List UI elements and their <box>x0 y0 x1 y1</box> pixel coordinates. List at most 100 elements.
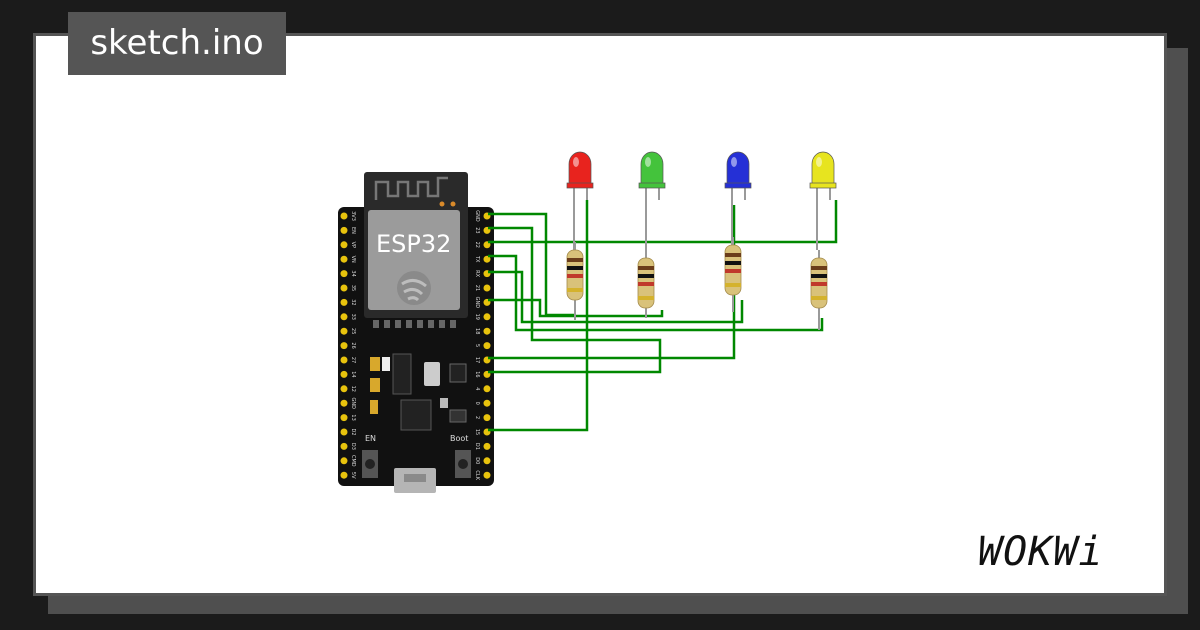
pin-4[interactable] <box>483 385 491 393</box>
pin-label: 18 <box>474 328 480 334</box>
pin-32[interactable] <box>340 298 348 306</box>
pin-19[interactable] <box>483 313 491 321</box>
pin-5[interactable] <box>483 342 491 350</box>
pin-en[interactable] <box>340 226 348 234</box>
led-blue[interactable] <box>724 151 752 250</box>
resistor-2[interactable] <box>637 250 655 318</box>
pin-label: 32 <box>350 299 356 305</box>
espressif-logo <box>397 271 431 305</box>
sketch-title[interactable]: sketch.ino <box>68 12 286 75</box>
usb-uart-chip <box>400 399 432 431</box>
led-yellow[interactable] <box>809 151 837 250</box>
pin-34[interactable] <box>340 270 348 278</box>
voltage-regulator <box>392 353 412 395</box>
wire-yellow-gnd[interactable] <box>488 254 824 332</box>
pin-label: 16 <box>474 371 480 377</box>
pin-label: D0 <box>474 457 480 464</box>
pin-label: GND <box>474 297 480 309</box>
pin-label: 35 <box>350 285 356 291</box>
resistor-group <box>566 237 828 330</box>
pin-label: 21 <box>474 285 480 291</box>
pin-label: GND <box>350 397 356 409</box>
pin-0[interactable] <box>483 399 491 407</box>
pin-label: 17 <box>474 357 480 363</box>
diagram-canvas <box>33 33 1167 596</box>
pin-d1[interactable] <box>483 442 491 450</box>
shield-can <box>368 210 460 310</box>
resistor-4[interactable] <box>810 250 828 330</box>
pin-label: 2 <box>474 416 480 419</box>
pin-label: 25 <box>350 328 356 334</box>
pin-14[interactable] <box>340 370 348 378</box>
pin-13[interactable] <box>340 414 348 422</box>
led-group <box>566 151 837 250</box>
led-green[interactable] <box>638 151 666 250</box>
boot-label: Boot <box>450 434 468 443</box>
pin-label: D2 <box>350 428 356 435</box>
pin-label: CMD <box>350 455 356 467</box>
pin-d2[interactable] <box>340 428 348 436</box>
pin-18[interactable] <box>483 327 491 335</box>
board-label: ESP32 <box>376 230 451 258</box>
pin-label: 19 <box>474 314 480 320</box>
pin-label: 4 <box>474 387 480 390</box>
pin-label: 5V <box>350 472 356 479</box>
pin-27[interactable] <box>340 356 348 364</box>
pin-label: 26 <box>350 342 356 348</box>
pin-25[interactable] <box>340 327 348 335</box>
pin-vp[interactable] <box>340 241 348 249</box>
wire-red[interactable] <box>488 200 589 432</box>
pin-12[interactable] <box>340 385 348 393</box>
resistor-3[interactable] <box>724 237 742 312</box>
pin-label: 14 <box>350 371 356 377</box>
pin-label: D1 <box>474 443 480 450</box>
esp32-board[interactable]: ESP32 EN Boot 3V3ENVPVN34353233252627141… <box>338 172 494 493</box>
wire-blue-gnd[interactable] <box>488 270 744 324</box>
pin-35[interactable] <box>340 284 348 292</box>
pin-tx[interactable] <box>483 255 491 263</box>
wires <box>488 200 838 432</box>
pin-label: EN <box>350 227 356 234</box>
pin-label: 27 <box>350 357 356 363</box>
pin-label: TX <box>474 255 480 263</box>
pin-label: 22 <box>474 242 480 248</box>
pin-d0[interactable] <box>483 457 491 465</box>
pin-2[interactable] <box>483 414 491 422</box>
wire-green[interactable] <box>488 226 662 374</box>
antenna-trace <box>374 176 448 200</box>
pin-d3[interactable] <box>340 442 348 450</box>
resistor-1[interactable] <box>566 242 584 320</box>
pin-label: 15 <box>474 429 480 435</box>
pin-cmd[interactable] <box>340 457 348 465</box>
pin-21[interactable] <box>483 284 491 292</box>
pin-33[interactable] <box>340 313 348 321</box>
pin-3v3[interactable] <box>340 212 348 220</box>
wire-green-gnd[interactable] <box>488 298 664 318</box>
pin-26[interactable] <box>340 342 348 350</box>
wokwi-logo[interactable]: WOKWi <box>978 529 1104 575</box>
pin-label: VP <box>350 242 356 248</box>
pin-vn[interactable] <box>340 255 348 263</box>
wire-yellow[interactable] <box>488 200 838 244</box>
pin-label: GND <box>474 210 480 222</box>
pin-gnd[interactable] <box>340 399 348 407</box>
pin-label: VN <box>350 256 356 263</box>
en-label: EN <box>365 434 376 443</box>
pin-label: 3V3 <box>350 211 356 221</box>
pin-label: 13 <box>350 414 356 420</box>
left-pin-header: 3V3ENVPVN343532332526271412GND13D2D3CMD5… <box>340 211 356 479</box>
pin-clk[interactable] <box>483 471 491 479</box>
pin-label: 5 <box>474 344 480 347</box>
led-indicator <box>370 357 380 371</box>
pin-label: 33 <box>350 314 356 320</box>
pin-label: 34 <box>350 270 356 276</box>
pin-label: RX <box>474 270 480 277</box>
pin-5v[interactable] <box>340 471 348 479</box>
pin-label: 23 <box>474 227 480 233</box>
capacitor <box>424 362 440 386</box>
led-red[interactable] <box>566 151 594 250</box>
pin-label: D3 <box>350 443 356 450</box>
pin-label: 0 <box>474 402 480 405</box>
